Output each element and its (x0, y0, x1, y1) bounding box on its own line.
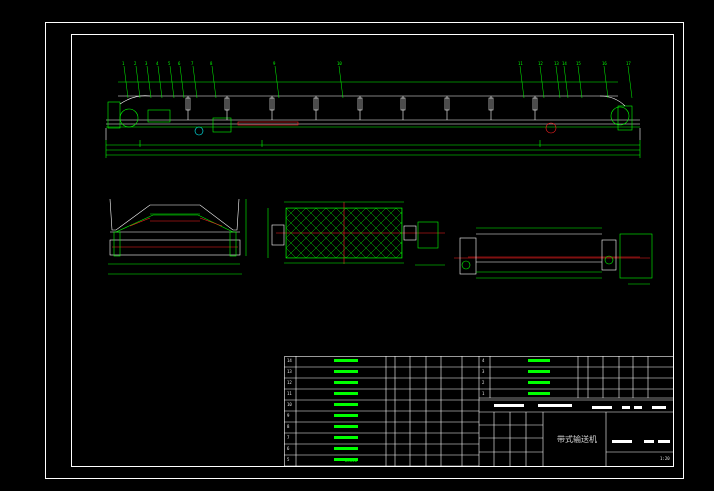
carrying-idlers (185, 96, 538, 120)
part-name-bar (334, 403, 358, 406)
leader-line (338, 65, 344, 99)
row-number: 12 (287, 380, 292, 385)
title-block-text (658, 440, 670, 443)
part-name-bar (334, 436, 358, 439)
idler-1 (185, 96, 191, 120)
trough-idler-section (108, 198, 247, 275)
part-name-bar (334, 447, 358, 450)
balloon-label: 10 (337, 61, 342, 66)
idler-2 (224, 96, 230, 120)
part-name-bar (334, 458, 358, 461)
balloon-label: 17 (626, 61, 631, 66)
row-number: 14 (287, 358, 292, 363)
drive-plan-view (454, 227, 653, 285)
leader-line (169, 65, 175, 99)
plate-hatch (286, 208, 402, 258)
leader-line (627, 65, 633, 99)
row-number: 3 (482, 369, 485, 374)
leader-line (192, 65, 198, 99)
row-number: 11 (287, 391, 292, 396)
scale-label: 1:20 (660, 456, 670, 461)
idler-9 (532, 96, 538, 120)
leader-line (179, 65, 185, 99)
idler-5 (357, 96, 363, 120)
leader-line (135, 65, 141, 99)
idler-7 (444, 96, 450, 120)
row-number: 13 (287, 369, 292, 374)
row-number: 6 (287, 446, 290, 451)
part-name-bar (334, 414, 358, 417)
balloon-label: 7 (191, 61, 194, 66)
leader-line (157, 65, 163, 99)
leader-line (274, 65, 280, 99)
title-block-text (634, 406, 642, 409)
belt-width-spec: B=800 (345, 458, 358, 463)
title-block-text (644, 440, 654, 443)
idler-6 (400, 96, 406, 120)
balloon-label: 3 (145, 61, 148, 66)
balloon-label: 8 (210, 61, 213, 66)
leader-line (563, 65, 569, 99)
leader-line (519, 65, 525, 99)
balloon-label: 14 (562, 61, 567, 66)
drawing-title: 带式输送机 (557, 435, 597, 444)
row-number: 2 (482, 380, 485, 385)
part-name-bar (334, 381, 358, 384)
balloon-label: 1 (122, 61, 125, 66)
row-number: 5 (287, 457, 290, 462)
leader-line (123, 65, 129, 99)
leader-line (603, 65, 609, 99)
balloon-label: 16 (602, 61, 607, 66)
part-name-bar (334, 359, 358, 362)
parts-list-rows (284, 359, 673, 467)
balloon-label: 5 (168, 61, 171, 66)
part-name-bar (334, 370, 358, 373)
balloon-label: 11 (518, 61, 523, 66)
balloon-label: 15 (576, 61, 581, 66)
idler-4 (313, 96, 319, 120)
row-number: 7 (287, 435, 290, 440)
row-number: 8 (287, 424, 290, 429)
row-number: 4 (482, 358, 485, 363)
title-block-text (612, 440, 632, 443)
leader-line (146, 65, 152, 99)
title-block-text (592, 406, 612, 409)
elevation-view (105, 81, 641, 158)
idler-3 (269, 96, 275, 120)
row-number: 9 (287, 413, 290, 418)
leader-line (555, 65, 561, 99)
idler-8 (488, 96, 494, 120)
balloon-label: 12 (538, 61, 543, 66)
part-name-bar (528, 381, 550, 384)
balloon-label: 6 (178, 61, 181, 66)
title-block-text (652, 406, 666, 409)
balloon-label: 13 (554, 61, 559, 66)
title-block-text (538, 404, 572, 407)
leader-line (577, 65, 583, 99)
part-name-bar (528, 392, 550, 395)
title-block-text (494, 404, 524, 407)
row-number: 1 (482, 391, 485, 396)
leader-line (539, 65, 545, 99)
balloon-leaders (123, 65, 633, 99)
part-name-bar (334, 425, 358, 428)
balloon-label: 2 (134, 61, 137, 66)
balloon-label: 4 (156, 61, 159, 66)
leader-line (211, 65, 217, 99)
row-number: 10 (287, 402, 292, 407)
title-block-text (622, 406, 630, 409)
part-name-bar (528, 370, 550, 373)
outer-border (45, 22, 684, 479)
part-name-bar (528, 359, 550, 362)
part-name-bar (334, 392, 358, 395)
balloon-label: 9 (273, 61, 276, 66)
hatched-plan-view (267, 201, 445, 266)
inner-border (71, 34, 674, 467)
